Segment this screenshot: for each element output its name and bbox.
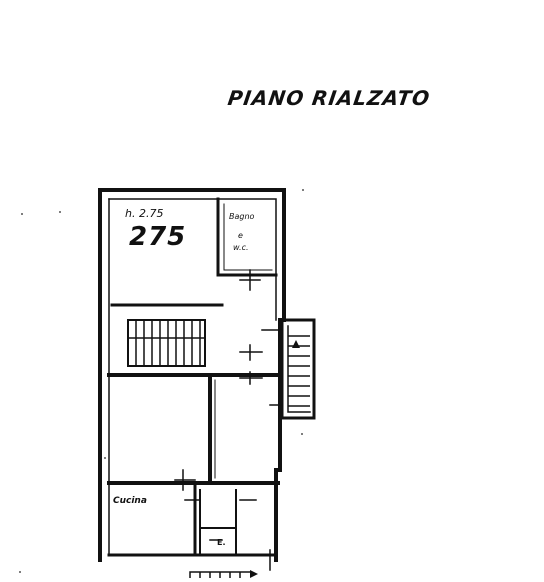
- bathroom-inner: [223, 203, 273, 271]
- door-marks: [174, 269, 283, 571]
- arrow-up-icon: [292, 340, 300, 348]
- outer-wall: [98, 188, 286, 562]
- small-room-label: E.: [217, 538, 226, 547]
- room-height-label: h. 2.75: [125, 207, 164, 220]
- bathroom-label-line1: Bagno: [229, 212, 255, 221]
- stair-side: [127, 319, 206, 367]
- kitchen-label: Cucina: [113, 496, 147, 506]
- internal-stair-steps: [135, 320, 201, 366]
- outer-wall-inner-top: [108, 198, 277, 321]
- external-stair: [280, 318, 316, 420]
- arrow-right-icon: [250, 570, 258, 578]
- scan-speckles: [19, 189, 304, 573]
- bathroom-label-line3: w.c.: [233, 243, 249, 252]
- bottom-stair: [189, 571, 251, 579]
- plan-title: PIANO RIALZATO: [226, 86, 432, 110]
- stair-arrows: [250, 340, 300, 578]
- external-stair-inner: [287, 325, 311, 413]
- bathroom-label-line2: e: [238, 231, 243, 240]
- wc-partition: [199, 489, 237, 529]
- room-number-label: 275: [129, 222, 187, 252]
